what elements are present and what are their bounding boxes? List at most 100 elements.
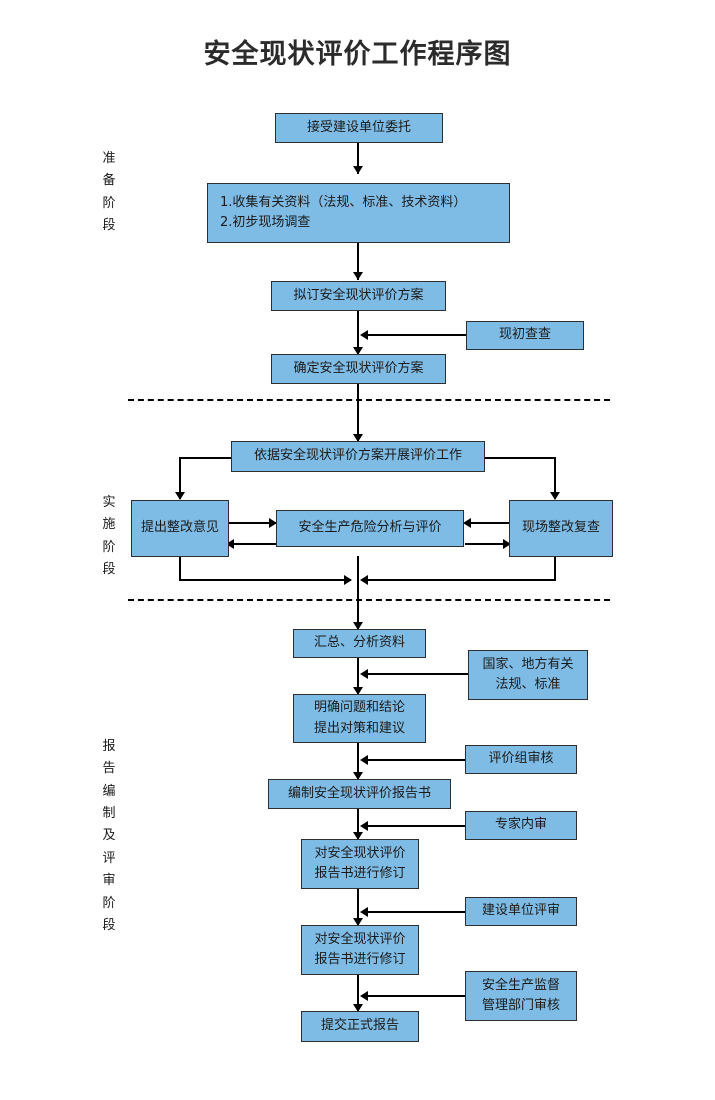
node-text: 法规、标准 [495, 677, 561, 692]
connector-revise2-to-submit [357, 974, 359, 1012]
connector-hazard-to-rect [232, 543, 280, 545]
node-accept-commission[interactable]: 接受建设单位委托 [275, 113, 443, 143]
node-text: 1.收集有关资料（法规、标准、技术资料） [220, 194, 467, 210]
connector-owner-to-trunk [366, 911, 466, 913]
node-text: 现初查查 [498, 327, 551, 343]
connector-laws-to-trunk [366, 673, 470, 675]
connector-eval-branch-left-down [179, 457, 181, 499]
stage-char: 评 [102, 850, 116, 866]
arrow-head [353, 687, 363, 695]
node-text: 报告书进行修订 [314, 866, 406, 881]
connector-accept-to-collect [357, 141, 359, 174]
node-expert-review[interactable]: 专家内审 [465, 811, 577, 840]
stage-char: 准 [102, 151, 116, 166]
arrow-head [353, 166, 363, 174]
node-submit-report[interactable]: 提交正式报告 [301, 1011, 419, 1042]
stage-char: 阶 [102, 539, 116, 555]
node-text: 报告书进行修订 [314, 952, 406, 967]
node-summarize-analyze[interactable]: 汇总、分析资料 [293, 629, 426, 658]
arrow-head [353, 272, 363, 280]
node-revise-report-1[interactable]: 对安全现状评价 报告书进行修订 [301, 839, 419, 889]
connector-rect-to-hazard [228, 522, 276, 524]
connector-revise1-to-revise2 [357, 888, 359, 926]
arrow-head [360, 575, 368, 585]
stage-label-implementation: 实 施 阶 段 [98, 492, 120, 581]
node-owner-review[interactable]: 建设单位评审 [465, 897, 577, 926]
node-propose-rectification[interactable]: 提出整改意见 [131, 500, 229, 557]
node-supervision-review[interactable]: 安全生产监督 管理部门审核 [465, 971, 577, 1021]
arrow-head [360, 907, 368, 917]
connector-survey-to-trunk [366, 334, 468, 336]
connector-eval-branch-right [484, 457, 556, 459]
node-compile-report[interactable]: 编制安全现状评价报告书 [268, 779, 451, 809]
arrow-head [353, 1004, 363, 1012]
node-text: 提出对策和建议 [313, 720, 405, 736]
node-text: 专家内审 [494, 817, 547, 833]
connector-confirm-to-evaluation [357, 383, 359, 443]
arrow-head [503, 539, 511, 549]
connector-recheck-return-down [554, 556, 556, 581]
arrow-head [550, 492, 560, 500]
node-text: 明确问题和结论 [313, 700, 405, 716]
connector-hazard-to-recheck [465, 543, 510, 545]
node-text: 编制安全现状评价报告书 [287, 785, 431, 801]
stage-label-reporting: 报 告 编 制 及 评 审 阶 段 [98, 736, 120, 937]
arrow-head [175, 492, 185, 500]
node-text: 2.初步现场调查 [220, 215, 311, 230]
node-text: 建设单位评审 [481, 903, 560, 919]
node-text: 依据安全现状评价方案开展评价工作 [253, 448, 462, 464]
connector-expert-to-trunk [366, 825, 466, 827]
node-text: 安全生产危险分析与评价 [298, 520, 442, 536]
arrow-head [360, 330, 368, 340]
node-hazard-analysis[interactable]: 安全生产危险分析与评价 [276, 510, 464, 547]
node-text: 接受建设单位委托 [306, 119, 411, 135]
connector-rect-return-right [179, 579, 351, 581]
connector-collect-to-draft [357, 242, 359, 280]
stage-char: 阶 [102, 195, 116, 211]
connector-reviewgroup-to-trunk [366, 759, 466, 761]
connector-supervision-to-trunk [366, 995, 466, 997]
connector-hazard-trunk-down [357, 556, 359, 632]
node-onsite-recheck[interactable]: 现场整改复查 [509, 500, 613, 557]
node-laws-standards[interactable]: 国家、地方有关 法规、标准 [468, 650, 588, 700]
node-text: 拟订安全现状评价方案 [293, 287, 424, 303]
arrow-head [360, 755, 368, 765]
connector-recheck-return-left [366, 579, 556, 581]
arrow-head [353, 622, 363, 630]
node-text: 汇总、分析资料 [313, 635, 405, 651]
connector-eval-branch-right-down [554, 457, 556, 499]
node-text: 国家、地方有关 [482, 656, 574, 672]
node-text: 管理部门审核 [481, 998, 560, 1013]
arrow-head [269, 518, 277, 528]
node-preliminary-survey[interactable]: 现初查查 [466, 321, 584, 350]
page-title: 安全现状评价工作程序图 [203, 39, 512, 70]
stage-char: 备 [102, 173, 116, 189]
node-clarify-conclusions[interactable]: 明确问题和结论 提出对策和建议 [293, 694, 426, 743]
stage-char: 编 [102, 783, 116, 799]
stage-label-preparation: 准 备 阶 段 [98, 148, 120, 237]
connector-recheck-to-hazard [469, 522, 514, 524]
stage-divider-2 [128, 599, 610, 601]
node-revise-report-2[interactable]: 对安全现状评价 报告书进行修订 [301, 925, 419, 975]
stage-char: 审 [102, 873, 116, 889]
stage-char: 实 [102, 495, 116, 510]
stage-char: 报 [102, 739, 116, 754]
node-collect-data[interactable]: 1.收集有关资料（法规、标准、技术资料） 2.初步现场调查 [207, 183, 510, 243]
node-review-group[interactable]: 评价组审核 [465, 745, 577, 774]
node-carry-out-evaluation[interactable]: 依据安全现状评价方案开展评价工作 [231, 441, 485, 472]
node-confirm-plan[interactable]: 确定安全现状评价方案 [271, 354, 446, 384]
node-draft-plan[interactable]: 拟订安全现状评价方案 [271, 281, 446, 311]
node-text: 对安全现状评价 [314, 845, 406, 861]
connector-summarize-to-clarify [357, 657, 359, 695]
stage-char: 阶 [102, 895, 116, 911]
stage-char: 段 [102, 562, 116, 578]
node-text: 安全生产监督 [481, 977, 560, 993]
arrow-head [353, 434, 363, 442]
node-text: 对安全现状评价 [314, 931, 406, 947]
stage-char: 段 [102, 917, 116, 933]
node-text: 现场整改复查 [521, 520, 600, 536]
stage-char: 施 [102, 517, 116, 533]
arrow-head [463, 518, 471, 528]
connector-draft-to-confirm [357, 310, 359, 355]
